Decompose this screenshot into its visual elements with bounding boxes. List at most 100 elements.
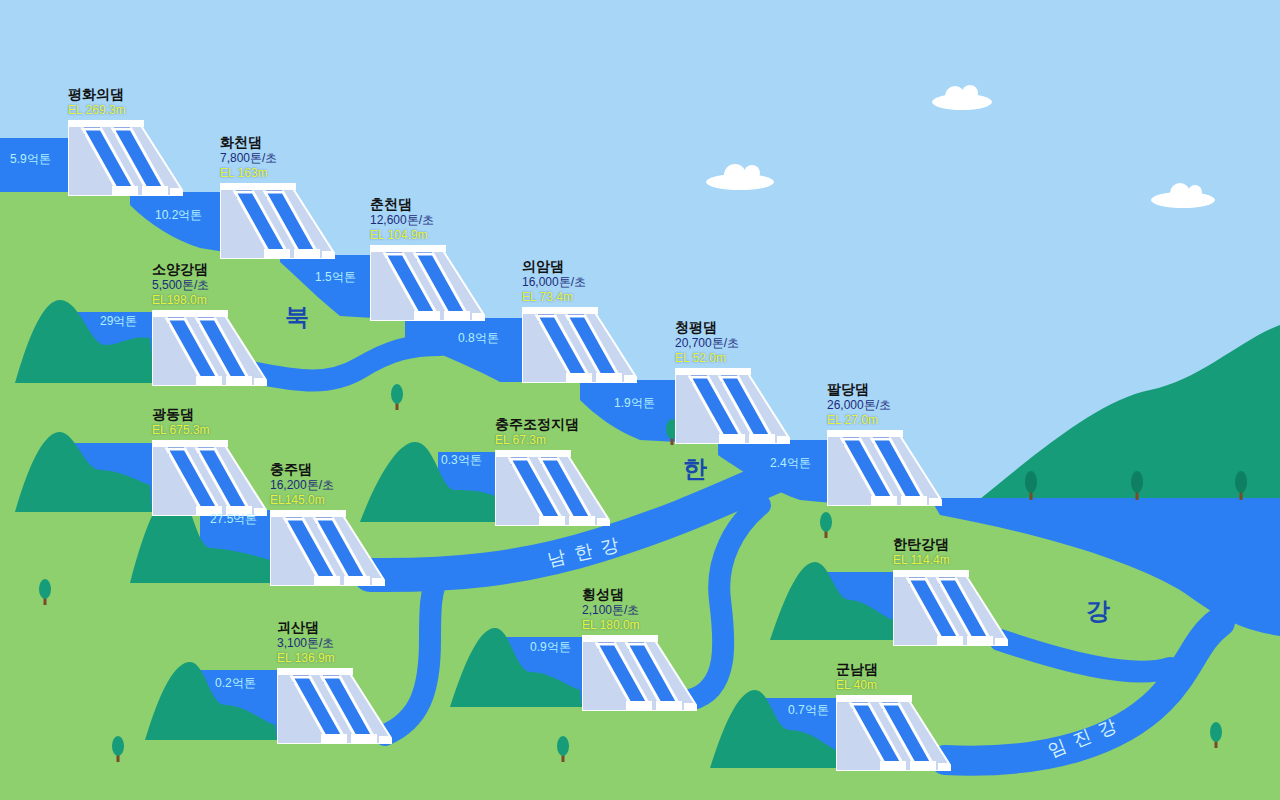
dam-label: 의암댐16,000톤/초EL 73.4m [522, 258, 644, 307]
dam-name: 괴산댐 [277, 619, 399, 636]
dam-name: 화천댐 [220, 134, 342, 151]
dam-node: 소양강댐5,500톤/초EL198.0m [152, 261, 274, 386]
river-name: 임 진 강 [1044, 714, 1119, 761]
dam-label: 충주댐16,200톤/초EL145.0m [270, 461, 392, 510]
flow-rate: 20,700톤/초 [675, 336, 797, 351]
flow-rate: 5,500톤/초 [152, 278, 274, 293]
dam-illustration [836, 695, 952, 771]
reservoir-volume: 0.7억톤 [788, 703, 829, 717]
dam-illustration [277, 668, 393, 744]
dam-label: 횡성댐2,100톤/초EL 180.0m [582, 586, 704, 635]
dam-illustration [675, 368, 791, 444]
dam-illustration [827, 430, 943, 506]
elevation: EL198.0m [152, 293, 274, 308]
water [0, 138, 1280, 768]
dam-illustration [893, 570, 1009, 646]
flow-rate: 16,000톤/초 [522, 275, 644, 290]
dam-label: 평화의댐EL 269.3m [68, 86, 190, 120]
dam-name: 팔당댐 [827, 381, 949, 398]
dam-name: 군남댐 [836, 661, 958, 678]
dam-illustration [220, 183, 336, 259]
dam-node: 충주댐16,200톤/초EL145.0m [270, 461, 392, 586]
flow-rate: 16,200톤/초 [270, 478, 392, 493]
dam-illustration [152, 440, 268, 516]
dam-node: 춘천댐12,600톤/초EL 104.9m [370, 196, 492, 321]
elevation: EL 269.3m [68, 103, 190, 118]
mountains [15, 300, 893, 768]
elevation: EL 136.9m [277, 651, 399, 666]
dam-name: 소양강댐 [152, 261, 274, 278]
dam-node: 평화의댐EL 269.3m [68, 86, 190, 196]
dam-name: 횡성댐 [582, 586, 704, 603]
dam-illustration [370, 245, 486, 321]
dam-node: 팔당댐26,000톤/초EL 27.0m [827, 381, 949, 506]
dam-name: 의암댐 [522, 258, 644, 275]
dam-label: 한탄강댐EL 114.4m [893, 536, 1015, 570]
dam-node: 괴산댐3,100톤/초EL 136.9m [277, 619, 399, 744]
reservoir-volume: 0.9억톤 [530, 640, 571, 654]
dam-illustration [270, 510, 386, 586]
reservoir-volume: 29억톤 [100, 314, 137, 328]
elevation: EL 67.3m [495, 433, 617, 448]
dam-label: 춘천댐12,600톤/초EL 104.9m [370, 196, 492, 245]
dam-label: 괴산댐3,100톤/초EL 136.9m [277, 619, 399, 668]
flow-rate: 3,100톤/초 [277, 636, 399, 651]
rivers [250, 345, 1220, 761]
dam-name: 충주조정지댐 [495, 416, 617, 433]
reservoir-volume: 2.4억톤 [770, 456, 811, 470]
elevation: EL 104.9m [370, 228, 492, 243]
dam-label: 화천댐7,800톤/초EL 163m [220, 134, 342, 183]
dam-illustration [68, 120, 184, 196]
dam-illustration [495, 450, 611, 526]
dam-illustration [522, 307, 638, 383]
river-name: 한 [683, 455, 707, 483]
dam-label: 군남댐EL 40m [836, 661, 958, 695]
flow-rate: 12,600톤/초 [370, 213, 492, 228]
mountain [975, 325, 1280, 503]
trees [39, 384, 1247, 762]
river-name: 남 한 강 [545, 533, 620, 571]
dam-name: 춘천댐 [370, 196, 492, 213]
reservoir-volume: 0.2억톤 [215, 676, 256, 690]
elevation: EL 52.0m [675, 351, 797, 366]
elevation: EL 27.0m [827, 413, 949, 428]
dam-node: 충주조정지댐EL 67.3m [495, 416, 617, 526]
dam-label: 충주조정지댐EL 67.3m [495, 416, 617, 450]
dam-node: 의암댐16,000톤/초EL 73.4m [522, 258, 644, 383]
elevation: EL145.0m [270, 493, 392, 508]
elevation: EL 163m [220, 166, 342, 181]
flow-rate: 26,000톤/초 [827, 398, 949, 413]
dam-illustration [152, 310, 268, 386]
dam-name: 충주댐 [270, 461, 392, 478]
dam-name: 광동댐 [152, 406, 274, 423]
reservoir-volume: 0.3억톤 [441, 453, 482, 467]
dam-node: 화천댐7,800톤/초EL 163m [220, 134, 342, 259]
river-name: 북 [285, 303, 309, 331]
dam-name: 평화의댐 [68, 86, 190, 103]
clouds [706, 85, 1215, 208]
elevation: EL 40m [836, 678, 958, 693]
reservoir-volume: 10.2억톤 [155, 208, 202, 222]
elevation: EL 114.4m [893, 553, 1015, 568]
elevation: EL 73.4m [522, 290, 644, 305]
dam-label: 광동댐EL 675.3m [152, 406, 274, 440]
dam-node: 광동댐EL 675.3m [152, 406, 274, 516]
dam-node: 횡성댐2,100톤/초EL 180.0m [582, 586, 704, 711]
dam-node: 군남댐EL 40m [836, 661, 958, 771]
dam-name: 한탄강댐 [893, 536, 1015, 553]
ground [0, 190, 1280, 800]
flow-rate: 7,800톤/초 [220, 151, 342, 166]
dam-node: 한탄강댐EL 114.4m [893, 536, 1015, 646]
dam-name: 청평댐 [675, 319, 797, 336]
reservoir-volume: 27.5억톤 [210, 512, 257, 526]
reservoir-volume: 0.8억톤 [458, 331, 499, 345]
elevation: EL 180.0m [582, 618, 704, 633]
dam-node: 청평댐20,700톤/초EL 52.0m [675, 319, 797, 444]
dam-label: 청평댐20,700톤/초EL 52.0m [675, 319, 797, 368]
reservoir-volume: 5.9억톤 [10, 152, 51, 166]
river-name: 강 [1086, 597, 1110, 625]
dam-illustration [582, 635, 698, 711]
dam-label: 소양강댐5,500톤/초EL198.0m [152, 261, 274, 310]
